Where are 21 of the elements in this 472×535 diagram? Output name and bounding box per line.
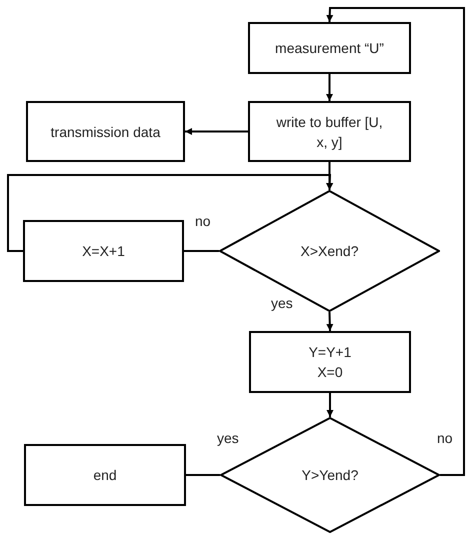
node-text: end — [93, 466, 117, 485]
node-text: write to buffer [U, x, y] — [276, 112, 384, 152]
process-box — [249, 331, 411, 393]
arrow — [185, 128, 248, 135]
process-box — [248, 101, 411, 162]
arrow — [326, 7, 465, 476]
arrow — [7, 174, 334, 252]
node-text: X=X+1 — [82, 242, 125, 261]
process-box — [23, 220, 184, 282]
node-text: Y>Yend? — [302, 466, 358, 485]
node-text: Y=Y+1 X=0 — [308, 343, 352, 382]
process-box — [248, 22, 411, 74]
decision-diamond — [219, 190, 440, 312]
process-box — [24, 444, 186, 506]
arrow — [326, 74, 333, 101]
arrow — [326, 393, 334, 417]
node-text: X>Xend? — [300, 242, 358, 261]
node-text: measurement “U” — [275, 39, 384, 58]
process-box — [26, 101, 185, 162]
arrow — [326, 312, 334, 332]
node-text: transmission data — [50, 122, 160, 142]
